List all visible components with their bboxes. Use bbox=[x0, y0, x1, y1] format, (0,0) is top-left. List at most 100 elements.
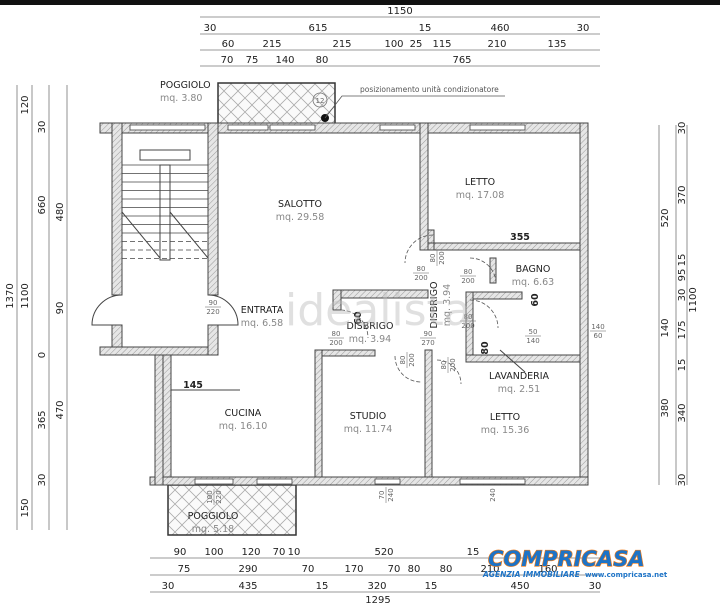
dim-left-label: 660 bbox=[37, 195, 48, 214]
room-bagno: BAGNO mq. 6.63 bbox=[512, 264, 554, 288]
dim-bottom-label: 70 bbox=[302, 564, 315, 575]
dim-bottom-label: 70 bbox=[273, 547, 286, 558]
inner-dimension: 145 bbox=[183, 380, 203, 391]
dim-bottom-label: 160 bbox=[538, 564, 557, 575]
dim-right-label: 30 bbox=[677, 474, 688, 487]
ac-marker-number: 12 bbox=[316, 97, 325, 105]
inner-dimension: 60 bbox=[530, 293, 541, 307]
dim-top-label: 115 bbox=[432, 39, 451, 50]
room-name: LETTO bbox=[490, 412, 520, 423]
dim-bottom-label: 210 bbox=[480, 564, 499, 575]
room-name: POGGIOLO bbox=[188, 511, 239, 522]
dim-left-label: 1370 bbox=[5, 283, 16, 308]
room-area: mq. 6.63 bbox=[512, 277, 554, 288]
dim-right-label: 140 bbox=[660, 318, 671, 337]
watermark: idealista bbox=[285, 285, 471, 336]
room-area: mq. 29.58 bbox=[276, 212, 325, 223]
opening-height: 220 bbox=[206, 308, 219, 316]
windows bbox=[129, 124, 526, 485]
dim-bottom-label: 15 bbox=[316, 581, 329, 592]
ac-note: posizionamento unità condizionatore bbox=[360, 85, 499, 94]
room-name: LAVANDERIA bbox=[489, 371, 550, 382]
dim-top-label: 70 bbox=[221, 55, 234, 66]
dim-right-label: 95 bbox=[677, 269, 688, 282]
dim-top-label: 80 bbox=[316, 55, 329, 66]
dim-right-label: 1100 bbox=[688, 287, 699, 312]
opening-width: 140 bbox=[591, 323, 604, 331]
inner-dimension: 80 bbox=[480, 341, 491, 355]
dim-right-label: 175 bbox=[677, 320, 688, 339]
dim-top-label: 460 bbox=[490, 23, 509, 34]
dim-bottom-label: 30 bbox=[162, 581, 175, 592]
dim-right-label: 370 bbox=[677, 185, 688, 204]
dim-left-label: 365 bbox=[37, 410, 48, 429]
dim-bottom-label: 80 bbox=[440, 564, 453, 575]
dim-top-label: 1150 bbox=[387, 6, 412, 17]
room-name: DISBRIGO bbox=[347, 321, 394, 332]
walls bbox=[99, 122, 589, 486]
dim-top-label: 210 bbox=[487, 39, 506, 50]
opening-height: 220 bbox=[215, 490, 223, 503]
room-name: STUDIO bbox=[350, 411, 386, 422]
opening-height: 140 bbox=[526, 337, 539, 345]
opening-width: 100 bbox=[206, 490, 214, 503]
dim-bottom-label: 320 bbox=[367, 581, 386, 592]
room-name: CUCINA bbox=[225, 408, 262, 419]
dim-bottom-label: 80 bbox=[408, 564, 421, 575]
room-name: DISBRIGO bbox=[429, 282, 440, 329]
opening-height: 200 bbox=[449, 358, 457, 371]
agency-logo[interactable]: COMPRICASA AGENZIA IMMOBILIARE www.compr… bbox=[482, 546, 668, 579]
dim-right-label: 30 bbox=[677, 122, 688, 135]
dimension-lines bbox=[16, 16, 688, 593]
dim-top-label: 100 bbox=[384, 39, 403, 50]
opening-width: 80 bbox=[440, 361, 448, 370]
opening-height: 200 bbox=[461, 322, 474, 330]
dim-bottom-label: 1295 bbox=[365, 595, 390, 606]
dim-top-label: 135 bbox=[547, 39, 566, 50]
room-area: mq. 17.08 bbox=[456, 190, 505, 201]
opening-height: 60 bbox=[594, 332, 603, 340]
logo-url[interactable]: www.compricasa.net bbox=[585, 571, 668, 579]
dim-bottom-label: 170 bbox=[344, 564, 363, 575]
dim-top-label: 615 bbox=[308, 23, 327, 34]
room-cucina: CUCINA mq. 16.10 bbox=[219, 408, 268, 432]
dim-top-label: 30 bbox=[577, 23, 590, 34]
staircase bbox=[121, 149, 209, 261]
dim-top-label: 140 bbox=[275, 55, 294, 66]
dim-left-label: 120 bbox=[20, 95, 31, 114]
room-area: mq. 16.10 bbox=[219, 421, 268, 432]
room-area: mq. 5.18 bbox=[192, 524, 234, 535]
inner-dimension: 60 bbox=[353, 311, 364, 325]
opening-width: 80 bbox=[464, 268, 473, 276]
dim-right-label: 380 bbox=[660, 398, 671, 417]
opening-height: 200 bbox=[414, 274, 427, 282]
dim-bottom-label: 15 bbox=[467, 547, 480, 558]
room-area: mq. 2.51 bbox=[498, 384, 540, 395]
dim-bottom-label: 70 bbox=[388, 564, 401, 575]
dim-bottom-label: 100 bbox=[204, 547, 223, 558]
room-name: BAGNO bbox=[516, 264, 551, 275]
room-area: mq. 3.94 bbox=[442, 284, 453, 326]
opening-width: 50 bbox=[529, 328, 538, 336]
dim-bottom-label: 30 bbox=[589, 581, 602, 592]
lavanderia-leader bbox=[499, 349, 526, 373]
dim-left-label: 150 bbox=[20, 498, 31, 517]
opening-width: 70 bbox=[378, 491, 386, 500]
opening-height: 200 bbox=[461, 277, 474, 285]
room-area: mq. 3.94 bbox=[349, 334, 391, 345]
